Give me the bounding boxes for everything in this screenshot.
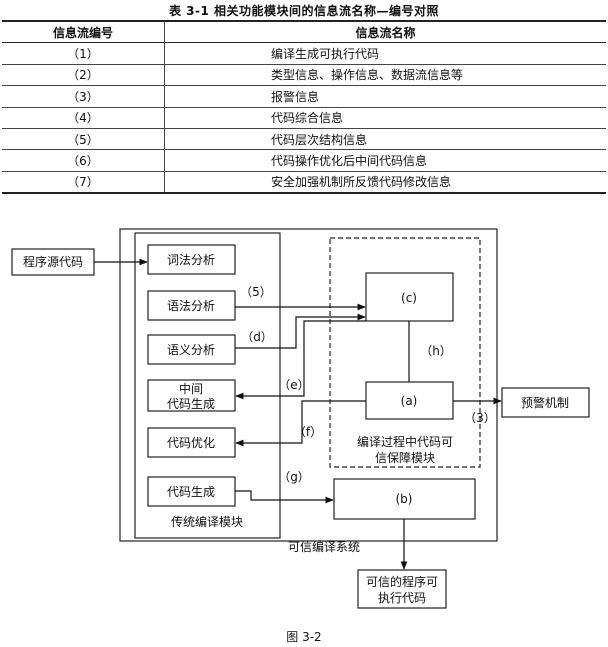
flow-label-5: （5） [240,285,272,299]
trusted-guarantee-module-box [329,237,481,468]
source-code-label: 程序源代码 [23,254,83,269]
output-label-1: 可信的程序可 [366,574,438,589]
intermediate-code-box [147,379,236,412]
trusted-system-label: 可信编译系统 [288,539,360,554]
flow-name: 安全加强机制所反馈代码修改信息 [164,171,606,195]
flow-id: （3） [2,85,165,108]
lexical-analysis-label: 词法分析 [167,253,215,267]
flow-label-g: （g） [278,470,310,484]
flow-id: （7） [2,171,165,195]
flow-label-d: （d） [241,330,273,344]
table-row: （1）编译生成可执行代码 [2,42,606,65]
semantic-analysis-label: 语义分析 [167,343,215,357]
flow-id: （4） [2,107,165,129]
traditional-module-box [134,232,281,539]
flow-id: （5） [2,128,165,151]
flow-name: 代码综合信息 [164,107,606,129]
box-c-label: (c) [401,291,417,305]
table-row: （2）类型信息、操作信息、数据流信息等 [2,64,606,87]
flow-name: 报警信息 [164,85,606,108]
flow-label-h: （h） [420,344,452,358]
flow-id: （2） [2,64,165,87]
code-generation-label: 代码生成 [167,485,215,499]
flow-name: 代码层次结构信息 [164,128,606,151]
flow-label-e: （e） [278,378,309,392]
code-generation-box [147,476,236,507]
info-flow-table: 信息流编号 信息流名称 （1）编译生成可执行代码 （2）类型信息、操作信息、数据… [2,20,606,195]
trusted-module-label-1: 编译过程中代码可 [357,434,453,449]
table-row: （7）安全加强机制所反馈代码修改信息 [2,171,606,195]
header-id: 信息流编号 [2,20,165,44]
code-optimization-label: 代码优化 [167,436,215,450]
figure-caption: 图 3-2 [286,630,322,644]
semantic-analysis-box [147,334,236,365]
box-a-label: (a) [401,394,418,408]
arrow-semantic-to-c [235,313,366,349]
flow-label-3: （3） [464,411,496,425]
warning-mechanism-box [501,387,590,418]
flow-id: （6） [2,149,165,172]
syntax-analysis-box [147,290,236,321]
flow-name: 代码操作优化后中间代码信息 [164,149,606,172]
table-row: （3）报警信息 [2,85,606,108]
table-header-row: 信息流编号 信息流名称 [2,20,606,44]
table-row: （6）代码操作优化后中间代码信息 [2,149,606,172]
trusted-module-label-2: 信保障模块 [375,450,435,465]
table-row: （4）代码综合信息 [2,107,606,129]
flow-name: 类型信息、操作信息、数据流信息等 [164,64,606,87]
flow-id: （1） [2,42,165,65]
traditional-module-label: 传统编译模块 [171,514,243,529]
trusted-compiler-system-box [119,228,498,542]
table-row: （5）代码层次结构信息 [2,128,606,151]
lexical-analysis-box [147,244,236,275]
source-code-box [11,248,95,276]
code-optimization-box [147,427,236,458]
box-b-label: (b) [396,492,413,506]
arrow-c-to-intermediate [235,320,366,400]
header-name: 信息流名称 [164,20,606,44]
table-caption: 表 3-1 相关功能模块间的信息流名称—编号对照 [168,4,440,18]
flow-label-f: （f） [294,425,322,439]
output-executable-box [357,569,447,609]
flow-name: 编译生成可执行代码 [164,42,606,65]
arrow-codegen-to-b [235,490,334,504]
warning-mechanism-label: 预警机制 [521,395,569,410]
arrow-a-to-optimize [235,400,366,447]
box-c [365,272,454,322]
intermediate-code-label-2: 代码生成 [167,397,215,411]
output-label-2: 执行代码 [378,591,426,605]
syntax-analysis-label: 语法分析 [167,299,215,313]
intermediate-code-label-1: 中间 [179,381,203,396]
